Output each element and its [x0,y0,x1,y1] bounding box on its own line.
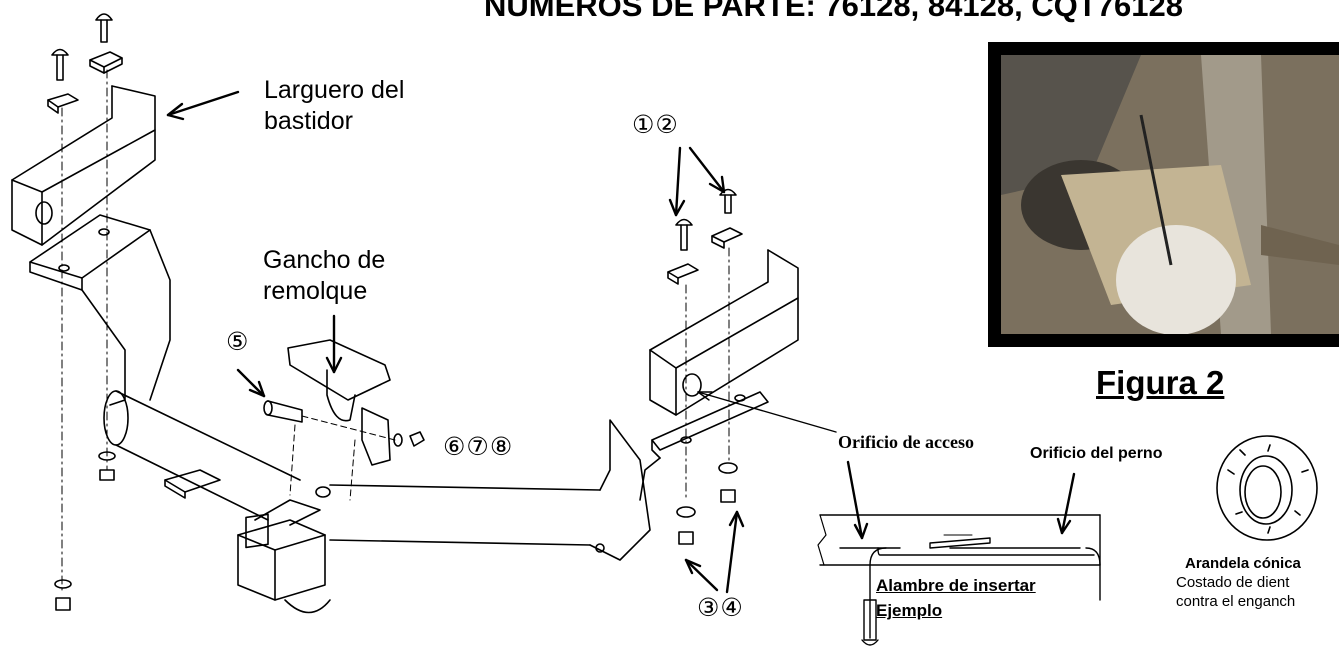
right-carriage-bolts [667,188,743,285]
bolt-hole-label: Orificio del perno [1030,445,1163,462]
left-nuts-washers [54,451,116,611]
right-frame-bracket [649,249,799,416]
fish-wire-label: Alambre de insertar [876,576,1036,595]
left-frame-bracket [11,85,156,246]
right-nuts-washers [676,462,738,545]
cone-washer-line1: Costado de dient [1176,574,1290,591]
tow-hook-label: Gancho de remolque [263,245,385,307]
tow-hook-label-line2: remolque [263,277,368,305]
fish-wire-example [817,514,1101,646]
receiver-tube [237,486,331,614]
callout-1-2: ①② [632,110,679,139]
callout-3-4: ③④ [697,593,744,622]
right-hitch-bracket [639,391,769,501]
frame-rail-label-line2: bastidor [264,107,353,135]
tow-hook-assembly [263,339,425,501]
cone-washer-line2: contra el enganch [1176,593,1296,610]
figure-2-caption: Figura 2 [1096,364,1225,401]
frame-rail-label: Larguero del bastidor [264,75,404,137]
photo-frame [988,42,1339,347]
left-carriage-bolts [47,13,123,114]
hitch-crossbar [103,390,651,561]
photo-sketch [1001,55,1339,334]
callout-6-7-8: ⑥⑦⑧ [443,432,514,461]
callout-5: ⑤ [226,327,250,356]
frame-rail-label-line1: Larguero del [264,76,405,104]
access-hole-label: Orificio de acceso [838,432,974,452]
cone-washer-drawing [1216,435,1318,541]
left-hitch-bracket [29,214,171,406]
page-title: NÚMEROS DE PARTE: 76128, 84128, CQT76128 [484,0,1183,23]
callout-arrows [166,90,1076,594]
fish-wire-photo-icon [1001,55,1339,334]
tow-hook-label-line1: Gancho de [263,246,386,274]
cone-washer-title: Arandela cónica [1185,555,1301,572]
example-label: Ejemplo [876,601,943,620]
